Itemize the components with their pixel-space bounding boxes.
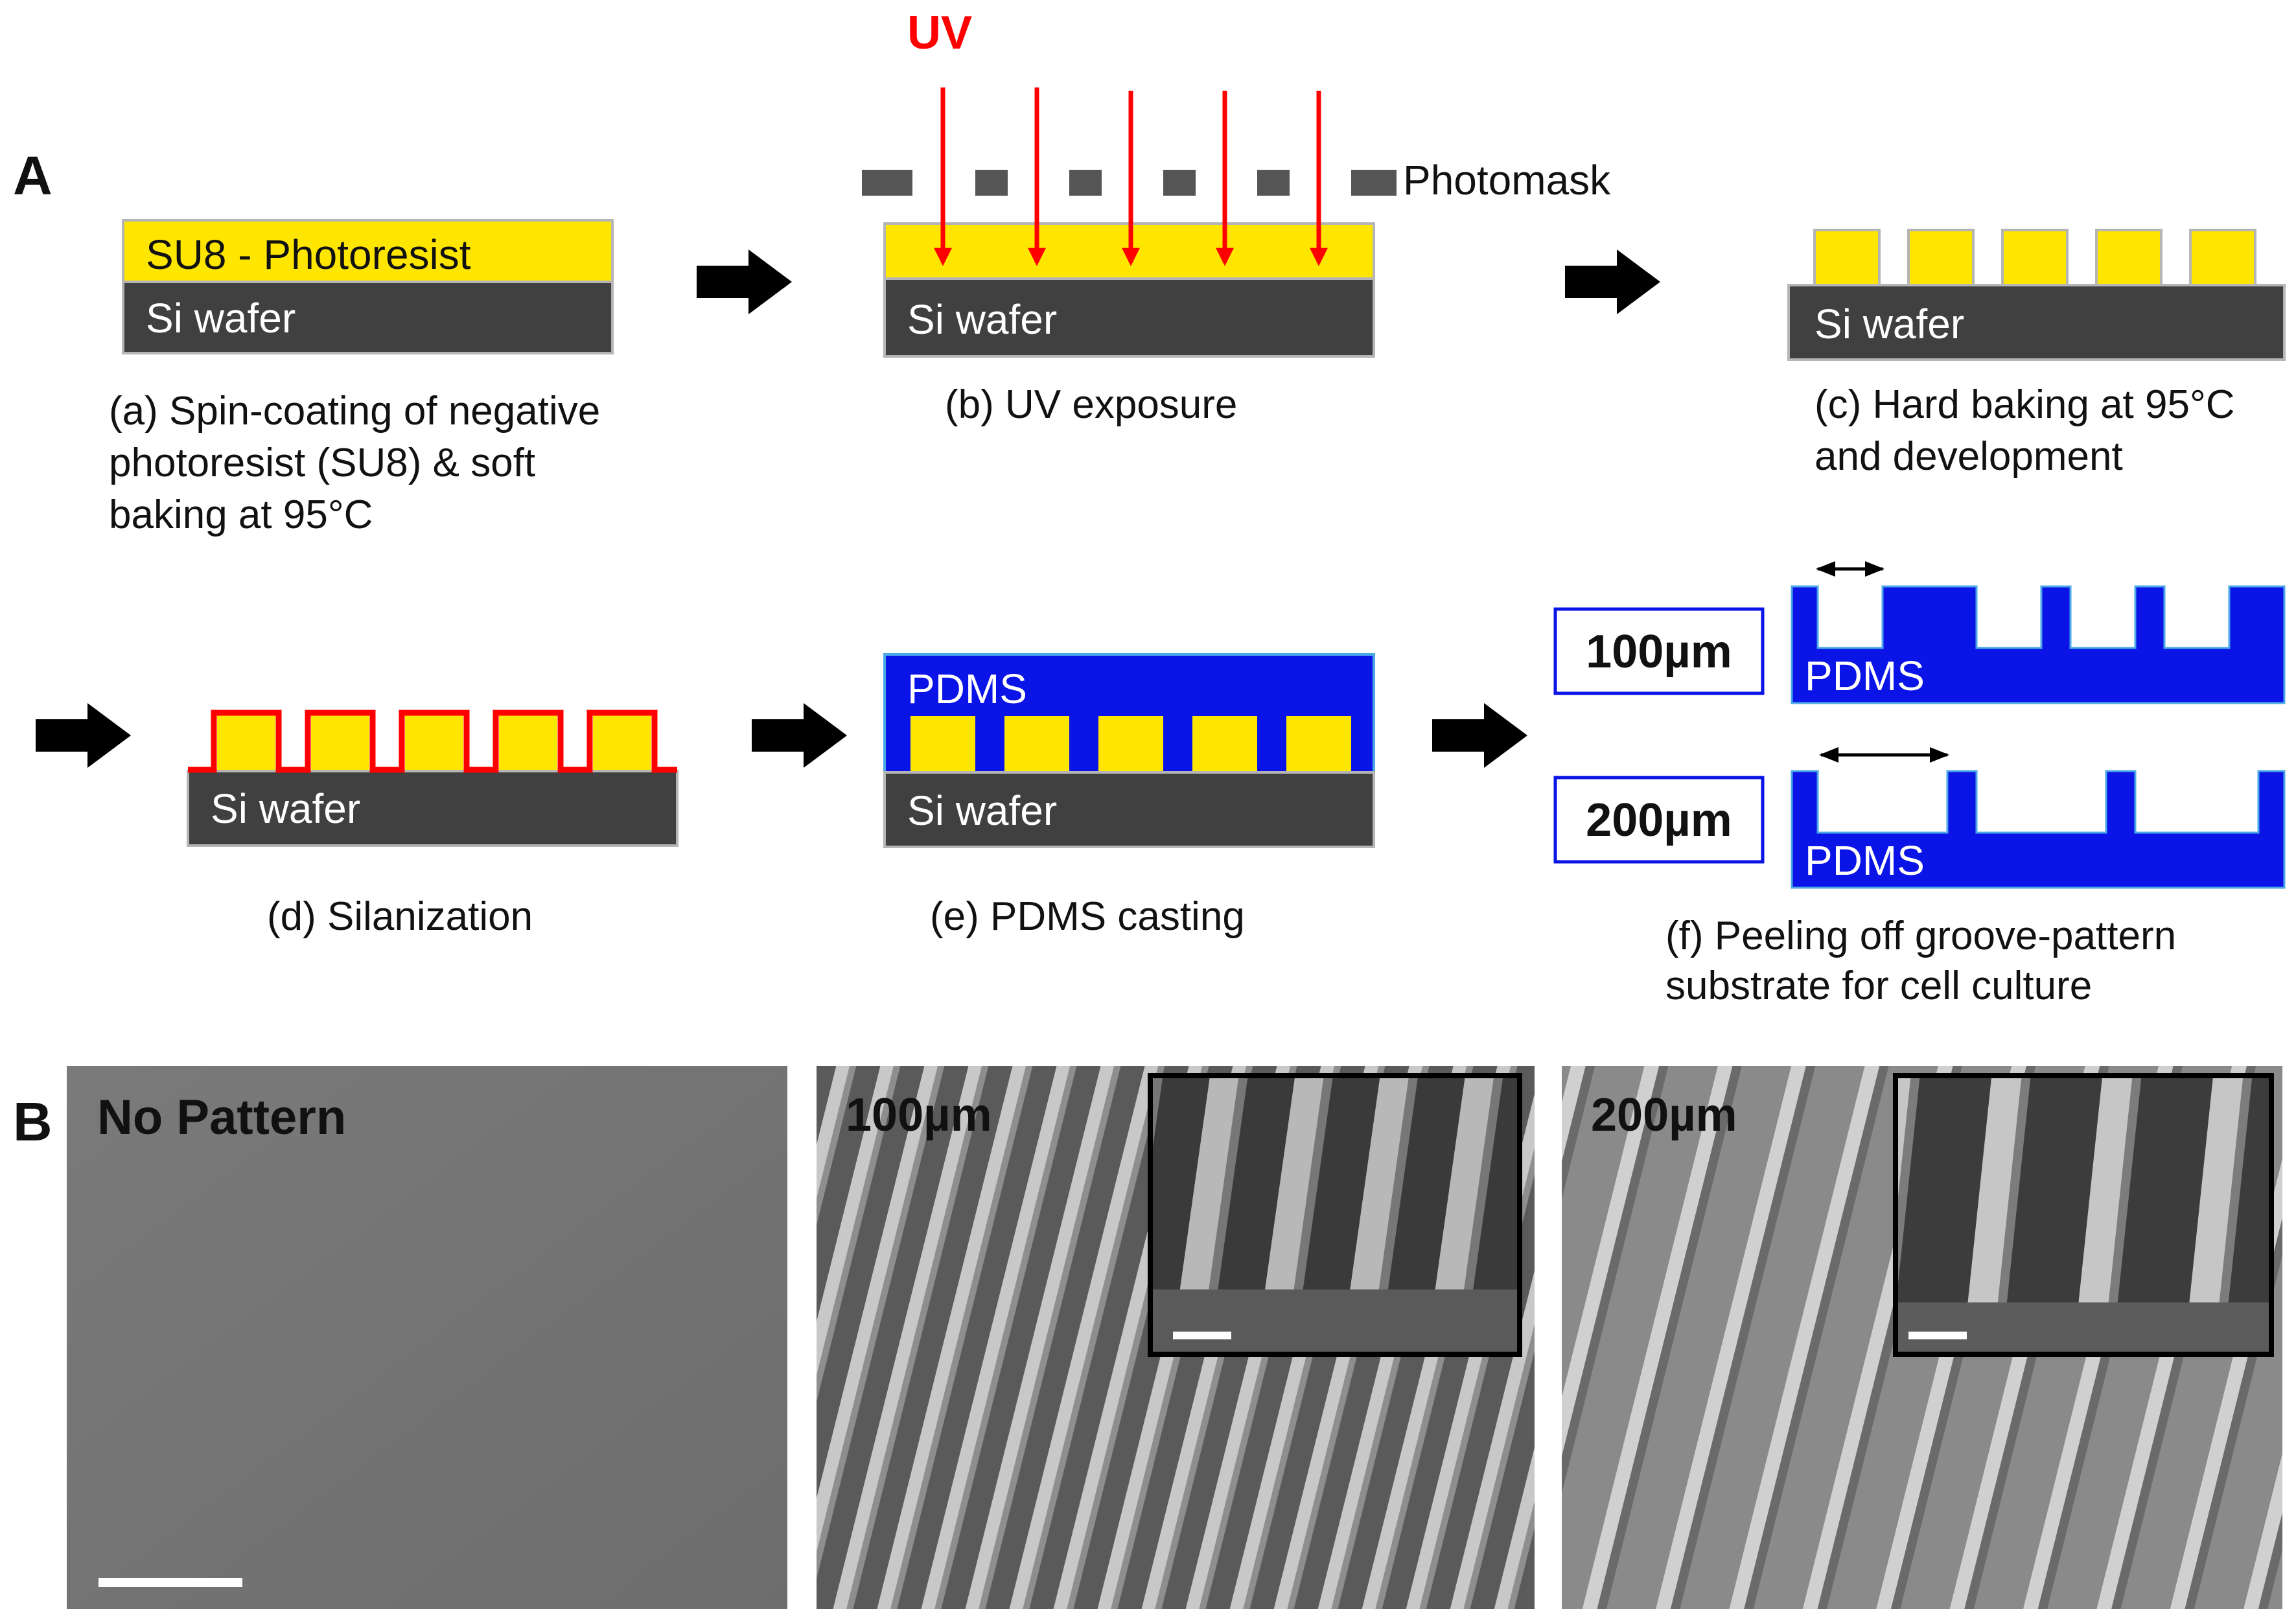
sem-200-label: 200µm [1591, 1089, 1737, 1141]
pdms-200-profile [1791, 770, 2286, 889]
si-wafer [1787, 284, 2286, 361]
pdms-label: PDMS [1805, 653, 1925, 699]
pdms-100-profile [1791, 585, 2286, 704]
photomask [862, 170, 1397, 196]
caption-b: (b) UV exposure [945, 382, 1237, 427]
photomask-label: Photomask [1403, 157, 1611, 203]
caption-f: (f) Peeling off groove-pattern substrate… [1665, 914, 2187, 1008]
process-arrow-4 [752, 703, 847, 768]
si-wafer [122, 281, 614, 354]
step-c-diagram: Si wafer [1787, 229, 2286, 361]
su8-pillars [217, 715, 651, 770]
scale-bar [99, 1578, 242, 1587]
sem-no-pattern-image [67, 1066, 787, 1609]
width-100-label: 100µm [1586, 626, 1732, 678]
panel-b-label: B [13, 1091, 52, 1152]
step-e-diagram: PDMS Si wafer [883, 653, 1375, 848]
uv-label: UV [907, 7, 972, 59]
inset-scale-bar [1908, 1332, 1967, 1339]
silane-coating [188, 710, 677, 773]
step-b-diagram: UV Photomask Si wafer [862, 7, 1611, 358]
width-200-label: 200µm [1586, 794, 1732, 846]
su8-pillars [910, 716, 1351, 771]
si-wafer-label: Si wafer [907, 787, 1057, 834]
step-f-diagram: 100µm PDMS 200µm PDMS [1553, 561, 2286, 889]
sem-200-inset-base [1898, 1302, 2269, 1352]
su8-pillars [1813, 229, 2256, 286]
si-wafer-label: Si wafer [211, 785, 360, 832]
caption-a: (a) Spin-coating of negative photoresist… [109, 389, 611, 537]
caption-c: (c) Hard baking at 95°C and development [1815, 382, 2246, 479]
step-d-diagram: Si wafer [187, 710, 678, 847]
si-wafer [187, 770, 678, 847]
sem-200: 200µm [1562, 1066, 2282, 1609]
sem-100-label: 100µm [846, 1089, 992, 1141]
su8-label: SU8 - Photoresist [146, 231, 471, 278]
width-100-box [1553, 607, 1765, 695]
panel-a-label: A [13, 145, 52, 206]
pdms-label: PDMS [1805, 837, 1925, 884]
sem-100: 100µm [817, 1066, 1535, 1609]
process-arrow-5 [1432, 703, 1527, 768]
process-arrow-1 [697, 249, 792, 314]
su8-layer [122, 219, 614, 283]
sem-no-pattern: No Pattern [67, 1066, 787, 1609]
process-arrow-2 [1565, 249, 1660, 314]
si-wafer [883, 771, 1375, 848]
caption-d: (d) Silanization [267, 894, 533, 939]
sem-no-pattern-label: No Pattern [97, 1090, 346, 1145]
inset-scale-bar [1173, 1332, 1231, 1339]
caption-e: (e) PDMS casting [930, 894, 1245, 939]
si-wafer-label: Si wafer [1815, 301, 1964, 347]
si-wafer [883, 277, 1375, 358]
sem-100-inset-base [1153, 1289, 1517, 1352]
pdms-label: PDMS [907, 665, 1027, 712]
step-a-diagram: SU8 - Photoresist Si wafer [122, 219, 614, 354]
width-200-box [1553, 776, 1765, 864]
si-wafer-label: Si wafer [146, 295, 296, 341]
si-wafer-label: Si wafer [907, 296, 1057, 343]
process-arrow-3 [36, 703, 131, 768]
uv-rays [934, 87, 1328, 266]
